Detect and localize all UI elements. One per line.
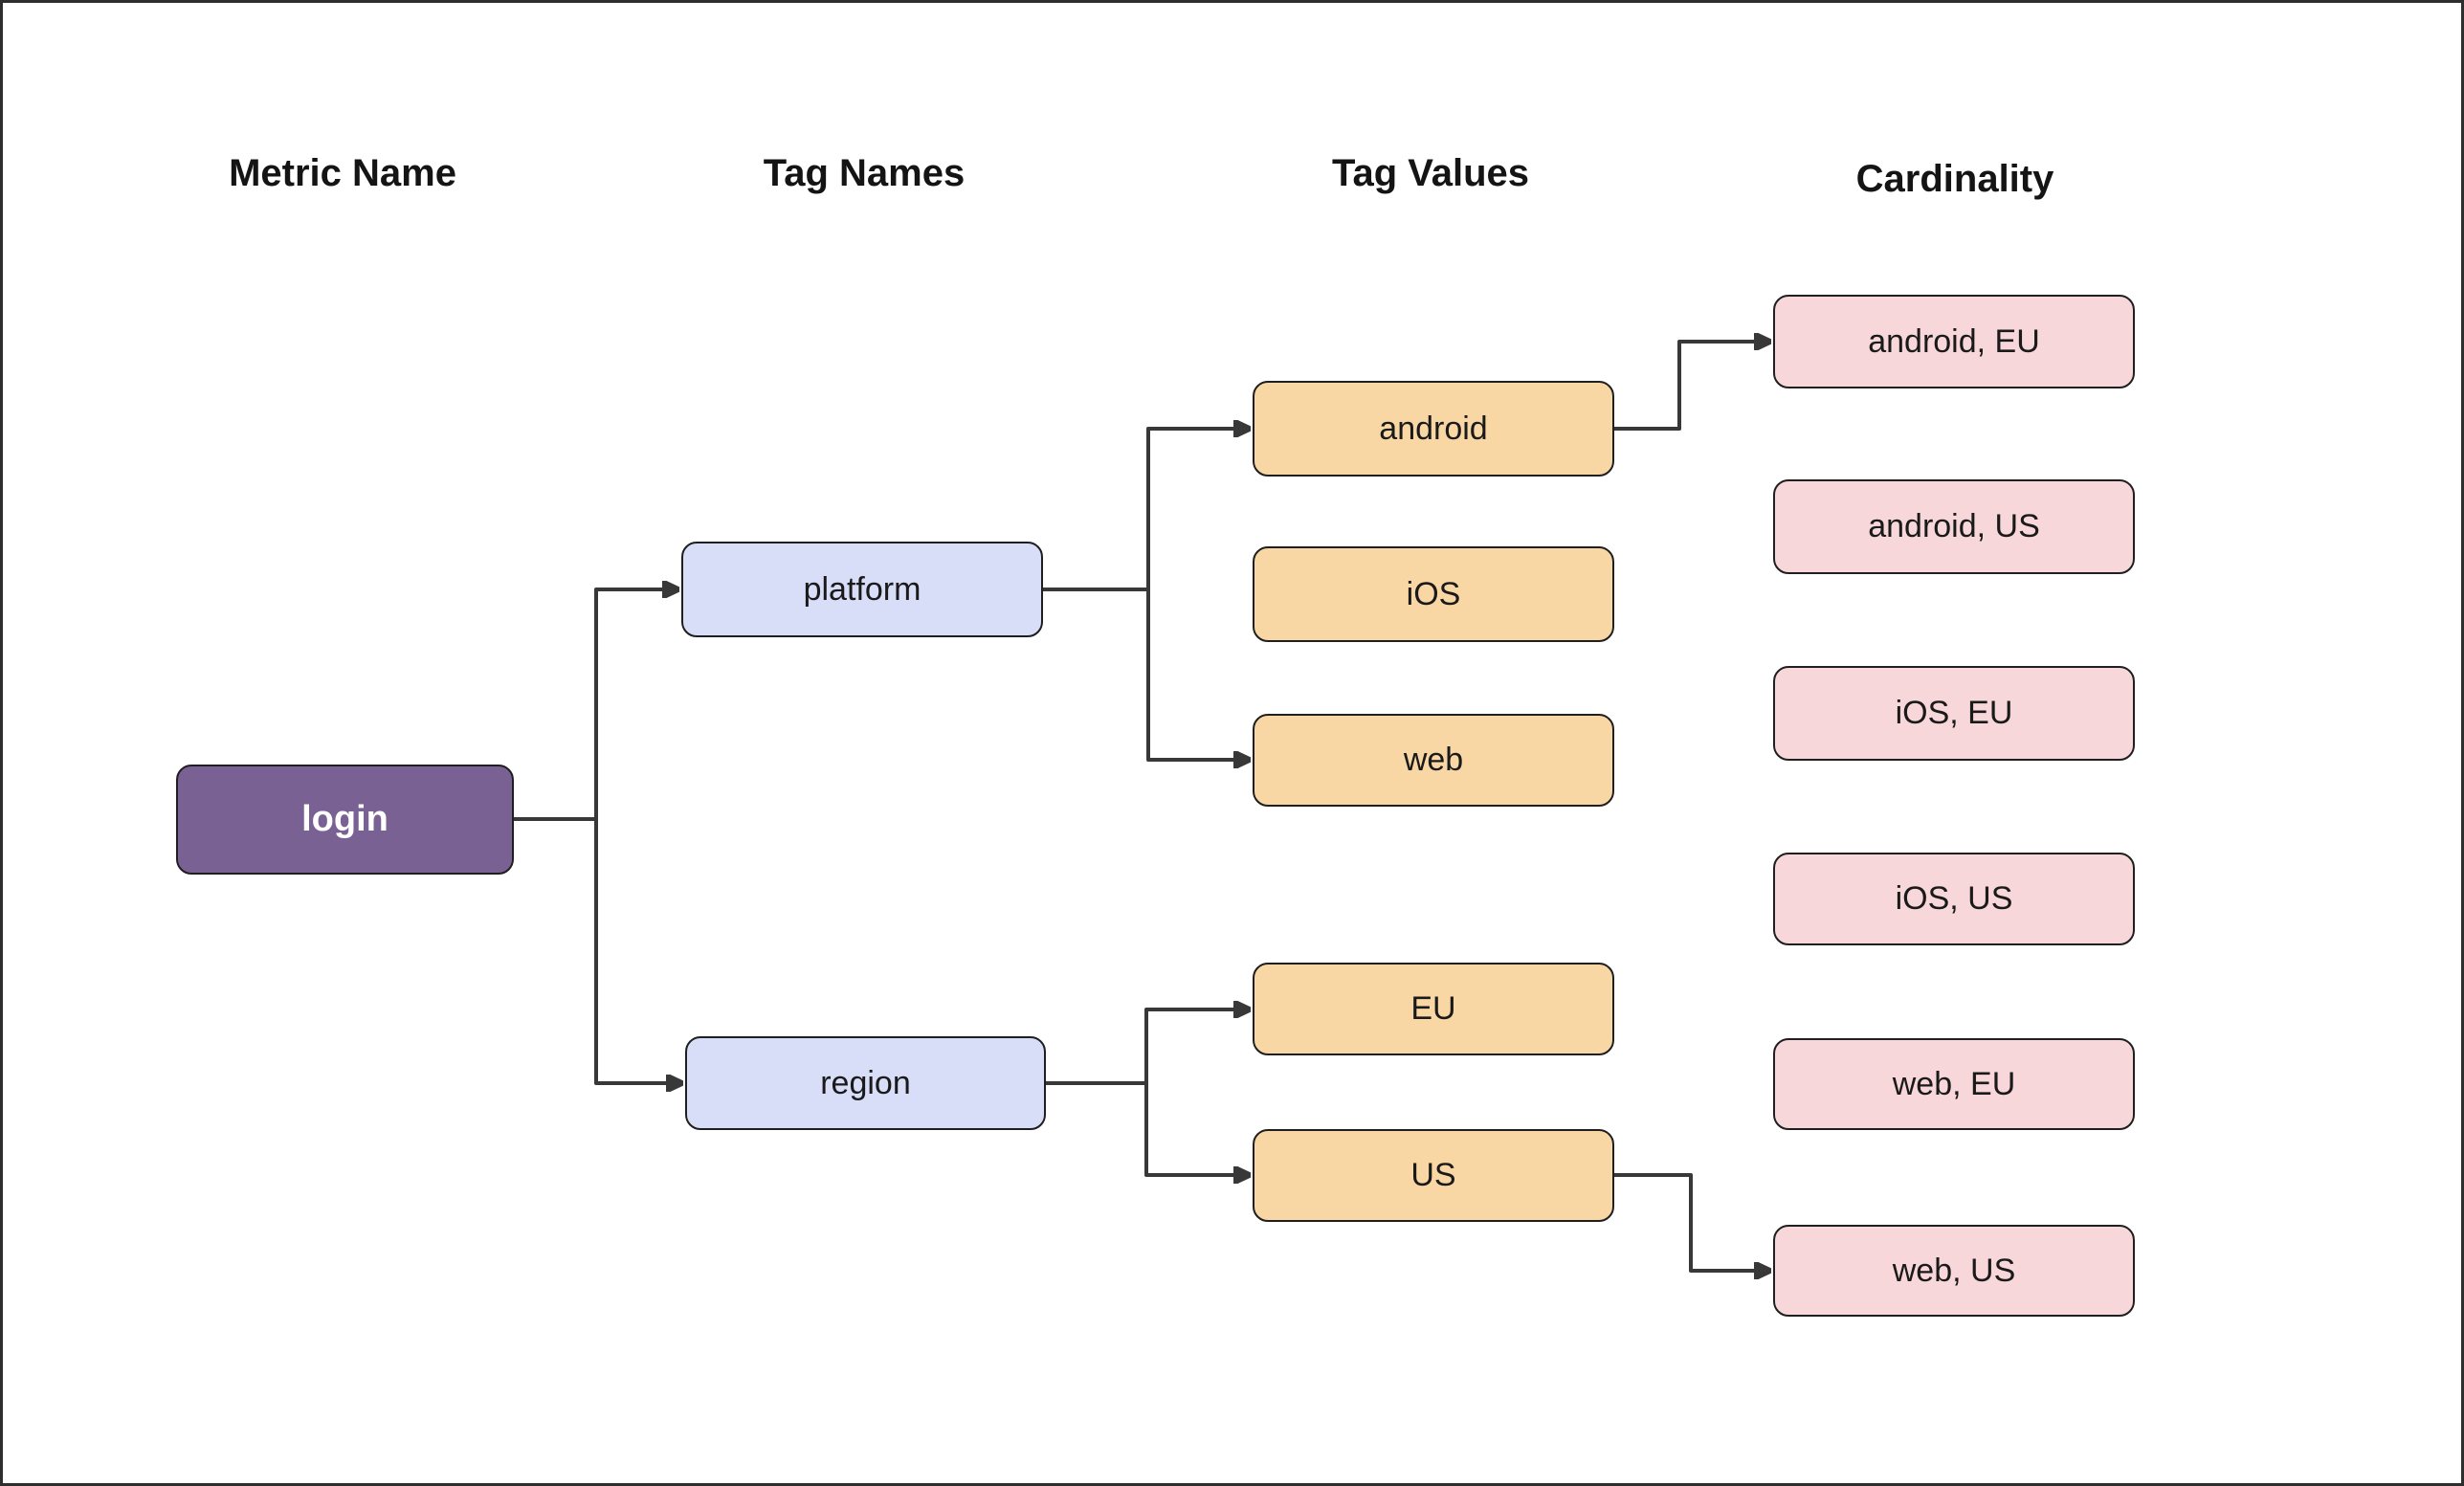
edge-login-region xyxy=(594,819,680,1083)
column-header-cardinality: Cardinality xyxy=(1855,158,2054,200)
node-eu: EU xyxy=(1253,963,1614,1055)
node-cardinality-web-us: web, US xyxy=(1773,1225,2135,1317)
edge-layer xyxy=(514,3,2464,1486)
node-web: web xyxy=(1253,714,1614,807)
node-login: login xyxy=(176,765,514,875)
node-cardinality-web-eu: web, EU xyxy=(1773,1038,2135,1130)
node-cardinality-android-eu: android, EU xyxy=(1773,295,2135,388)
edge-login-platform xyxy=(514,589,677,821)
node-cardinality-ios-us: iOS, US xyxy=(1773,853,2135,945)
column-header-metric-name: Metric Name xyxy=(229,152,456,194)
edge-us-webus xyxy=(1614,1173,1768,1271)
node-us: US xyxy=(1253,1129,1614,1222)
edge-region-eu xyxy=(1046,1009,1248,1085)
node-cardinality-android-us: android, US xyxy=(1773,479,2135,574)
node-platform: platform xyxy=(681,542,1043,637)
edge-platform-android xyxy=(1043,429,1248,591)
edge-platform-web xyxy=(1146,589,1248,760)
node-ios: iOS xyxy=(1253,546,1614,642)
edge-region-us xyxy=(1144,1083,1248,1175)
node-android: android xyxy=(1253,381,1614,477)
node-region: region xyxy=(685,1036,1046,1130)
node-cardinality-ios-eu: iOS, EU xyxy=(1773,666,2135,761)
column-header-tag-values: Tag Values xyxy=(1331,152,1530,194)
column-header-tag-names: Tag Names xyxy=(763,152,966,194)
edge-android-androideu xyxy=(1614,342,1768,431)
